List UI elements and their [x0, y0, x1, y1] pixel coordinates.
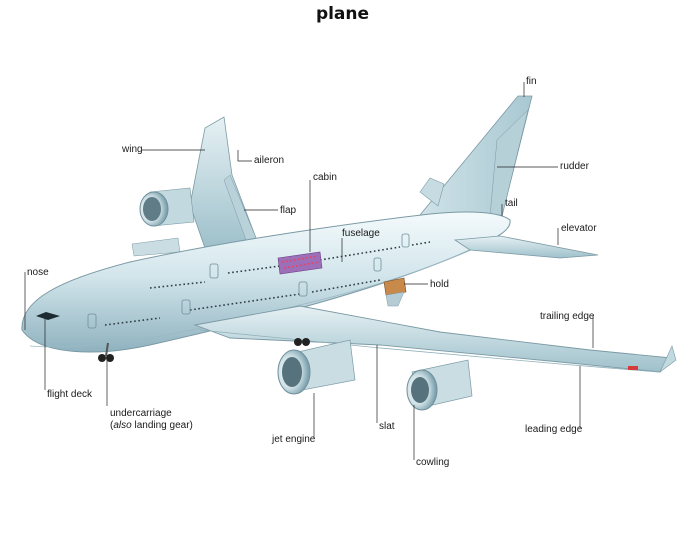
label-leading-edge: leading edge — [525, 424, 583, 435]
label-flap: flap — [280, 205, 297, 216]
label-nose: nose — [27, 267, 49, 278]
near-inner-engine — [277, 339, 356, 395]
nose-gear — [98, 342, 114, 362]
label-flight-deck: flight deck — [47, 389, 93, 400]
wingtip-light — [628, 366, 638, 370]
fuselage — [21, 211, 511, 353]
label-slat: slat — [379, 421, 395, 432]
cockpit-windows — [36, 312, 60, 320]
label-fin: fin — [526, 76, 537, 87]
cabin-cutaway — [277, 251, 323, 275]
far-engine — [139, 187, 195, 227]
label-undercarriage: undercarriage — [110, 408, 172, 419]
label-wing: wing — [122, 144, 143, 155]
label-landing-gear: landing gear — [134, 420, 190, 431]
elevator — [453, 235, 599, 259]
doors — [87, 233, 410, 329]
label-rudder: rudder — [560, 161, 589, 172]
label-trailing-edge: trailing edge — [540, 311, 595, 322]
label-jet-engine: jet engine — [272, 434, 316, 445]
label-elevator: elevator — [561, 223, 597, 234]
label-cabin: cabin — [313, 172, 337, 183]
far-elevator — [419, 177, 445, 207]
hold-cutaway — [383, 277, 407, 307]
lower-windows — [104, 279, 381, 326]
label-cowling: cowling — [416, 457, 450, 468]
label-undercarriage-also: also — [113, 420, 132, 431]
main-gear — [294, 338, 310, 346]
near-outer-engine — [406, 359, 473, 411]
near-wing-slat — [199, 329, 659, 373]
label-fuselage: fuselage — [342, 228, 380, 239]
winglet — [659, 345, 677, 373]
diagram-title: plane — [315, 4, 370, 24]
near-wing — [193, 305, 673, 373]
label-aileron: aileron — [254, 155, 285, 166]
label-undercarriage-alt: (also landing gear) — [110, 420, 193, 431]
label-hold: hold — [430, 279, 449, 290]
upper-windows — [149, 241, 431, 289]
label-tail: tail — [505, 198, 518, 209]
leader-lines — [24, 82, 594, 460]
